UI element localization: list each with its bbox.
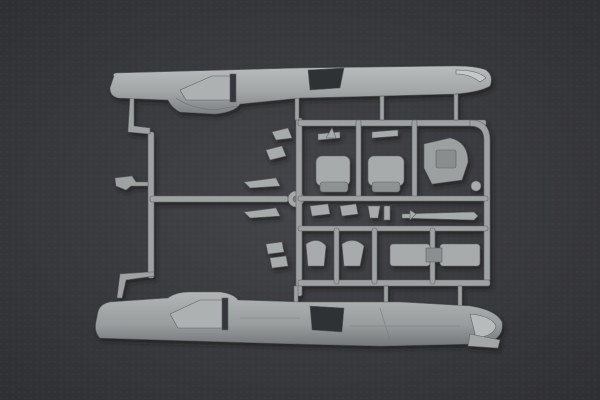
fuselage-half-lower: [95, 291, 503, 349]
sprue-small-parts: [243, 127, 482, 269]
sprue-frame: [114, 93, 491, 307]
fuselage-half-upper: [109, 65, 492, 115]
